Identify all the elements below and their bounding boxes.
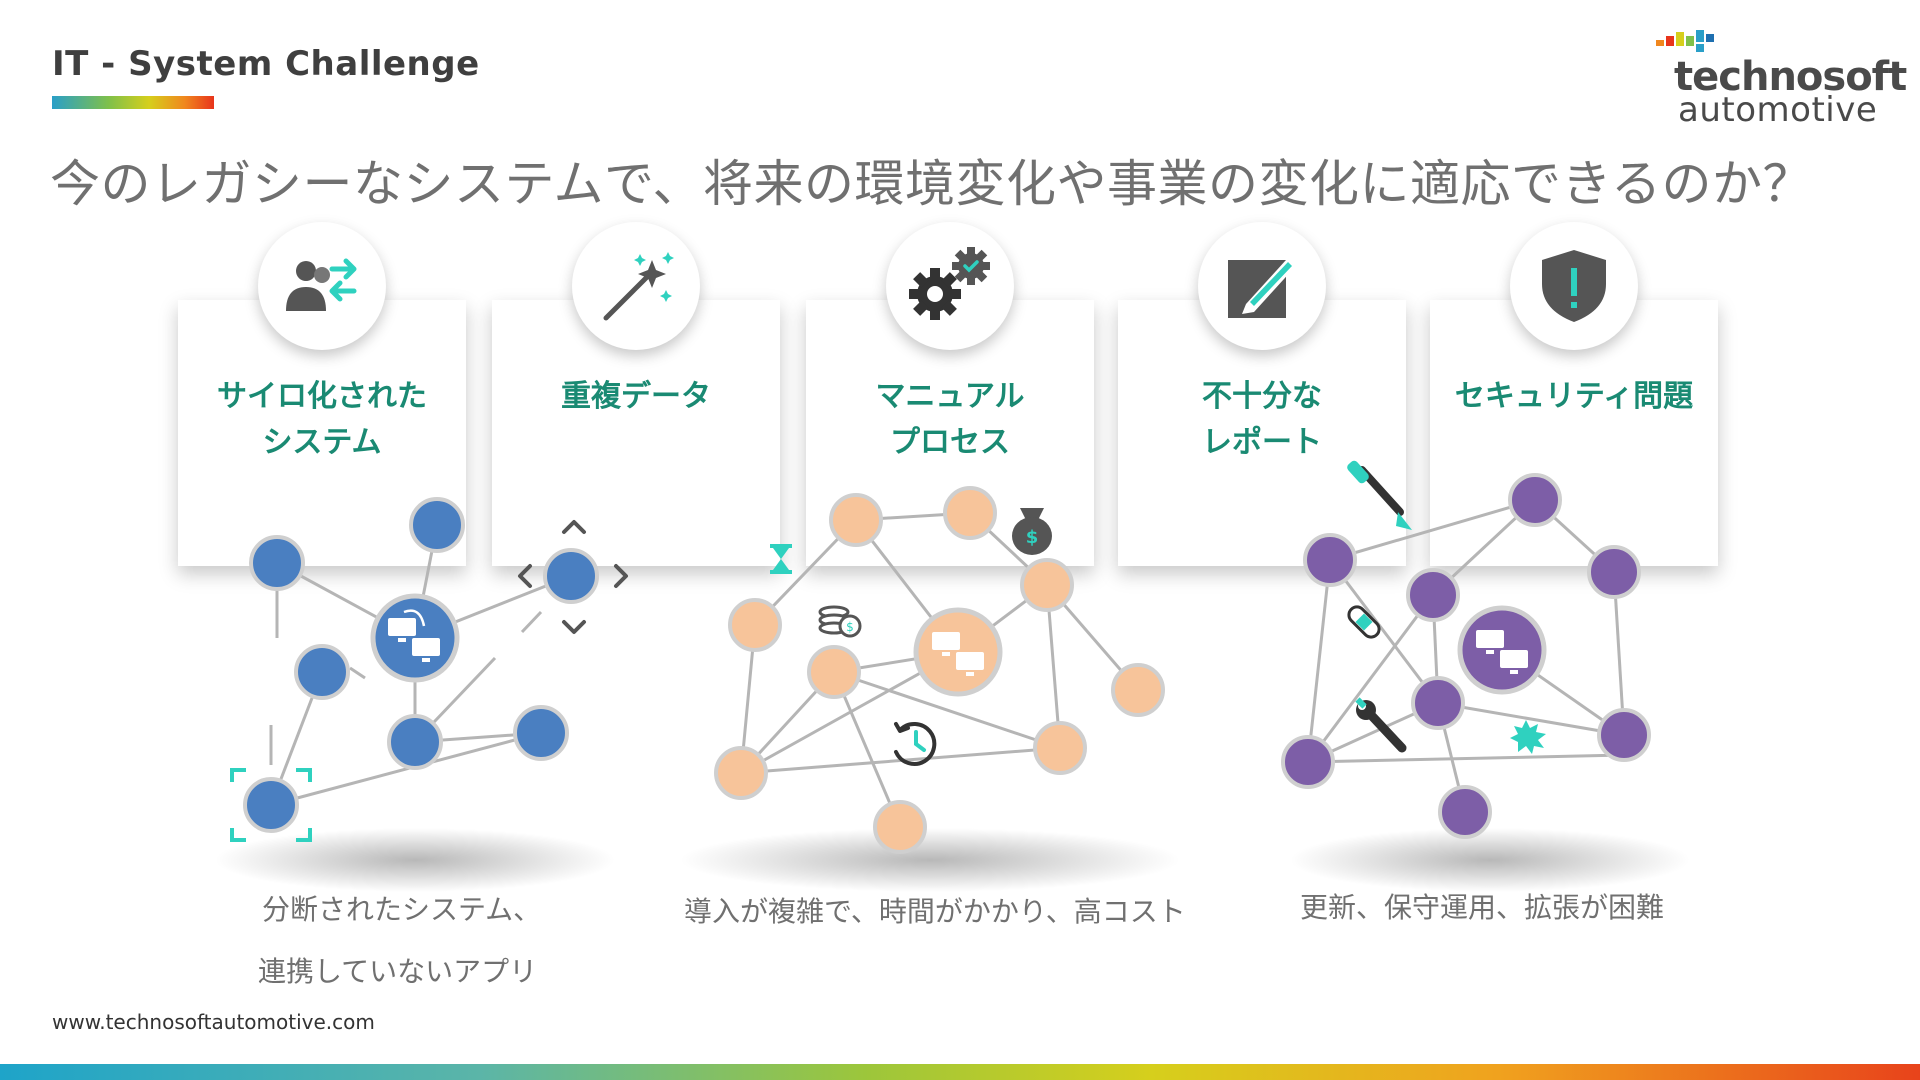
network-node	[513, 705, 569, 761]
network-node	[243, 777, 299, 833]
magic-wand-icon	[572, 222, 700, 350]
network-node	[1281, 735, 1335, 789]
network-node	[1033, 721, 1087, 775]
ground-shadow	[215, 828, 615, 892]
network-hub-node	[370, 593, 460, 683]
selection-frame-icon	[230, 768, 312, 842]
monitors-icon	[932, 632, 984, 676]
card-title: サイロ化された システム	[217, 379, 427, 460]
network-node	[1111, 663, 1165, 717]
ground-shadow	[680, 828, 1180, 892]
card-title: 不十分な レポート	[1202, 379, 1322, 460]
logo-text-automotive: automotive	[1678, 90, 1878, 130]
caption-silo-line2: 連携していないアプリ	[258, 955, 538, 988]
headline-question: 今のレガシーなシステムで、将来の環境変化や事業の変化に適応できるのか？	[50, 155, 1813, 213]
network-node	[873, 800, 927, 854]
coins-icon: $	[818, 605, 862, 638]
monitors-icon	[388, 609, 440, 662]
logo-text-technosoft: technosoft	[1674, 54, 1907, 100]
history-clock-icon	[894, 722, 937, 766]
network-node	[1597, 708, 1651, 762]
network-hub-node	[1457, 605, 1547, 695]
network-hub-node	[913, 607, 1003, 697]
network-node	[387, 714, 443, 770]
network-node	[1020, 558, 1074, 612]
wrench-icon	[1355, 697, 1407, 753]
gears-icon	[886, 222, 1014, 350]
card-title: 重複データ	[561, 379, 711, 414]
users-exchange-icon	[258, 222, 386, 350]
card-title: マニュアル プロセス	[875, 379, 1025, 460]
footer-website-url[interactable]: www.technosoftautomotive.com	[52, 1010, 375, 1034]
title-gradient-bar	[52, 96, 214, 109]
shield-alert-icon	[1510, 222, 1638, 350]
ground-shadow	[1290, 828, 1690, 892]
monitors-icon	[1476, 630, 1528, 674]
network-node	[1438, 785, 1492, 839]
network-node	[807, 645, 861, 699]
svg-text:$: $	[846, 620, 854, 634]
card-title: セキュリティ問題	[1454, 379, 1694, 414]
blue-network-edges	[269, 524, 572, 807]
network-node	[1406, 568, 1460, 622]
page-title: IT - System Challenge	[52, 44, 480, 84]
bandage-icon	[1347, 605, 1381, 639]
caption-manual-process: 導入が複雑で、時間がかかり、高コスト	[684, 895, 1186, 928]
network-node	[714, 746, 768, 800]
caption-silo-line1: 分断されたシステム、	[262, 893, 542, 926]
caption-maintenance: 更新、保守運用、拡張が困難	[1300, 891, 1665, 924]
glitch-burst-icon	[1510, 720, 1546, 754]
logo-mark-icon	[1656, 30, 1714, 52]
edit-pencil-icon	[1198, 222, 1326, 350]
network-node	[1411, 676, 1465, 730]
company-logo: technosoft automotive	[1648, 26, 1907, 130]
footer-gradient-bar	[0, 1064, 1920, 1080]
network-node	[294, 644, 350, 700]
network-node	[728, 598, 782, 652]
